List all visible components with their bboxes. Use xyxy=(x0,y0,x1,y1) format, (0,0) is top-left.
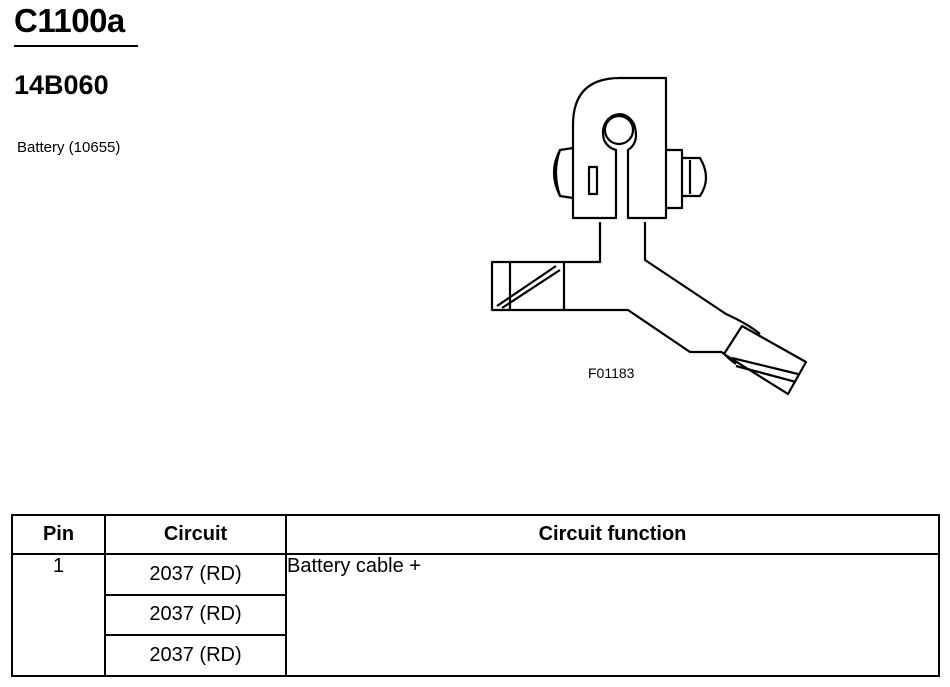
part-number: 14B060 xyxy=(14,70,109,100)
circuit-cell: 2037 (RD) xyxy=(104,634,287,677)
table-row: 2037 (RD) xyxy=(12,634,939,677)
pin-number: 1 xyxy=(11,553,106,677)
connector-title: C1100a xyxy=(14,2,125,39)
table-header-row: Pin Circuit Circuit function xyxy=(11,514,940,555)
title-underline xyxy=(14,45,138,47)
component-name: Battery (10655) xyxy=(17,139,121,156)
figure-id: F01183 xyxy=(588,365,635,381)
circuit-cell: 2037 (RD) xyxy=(104,593,287,637)
header-circuit: Circuit xyxy=(104,514,287,555)
table-row: 1 2037 (RD) Battery cable + xyxy=(11,553,940,677)
pin-table: Pin Circuit Circuit function 1 2037 (RD)… xyxy=(11,514,940,677)
circuit-function: Battery cable + xyxy=(285,553,940,677)
header-pin: Pin xyxy=(11,514,106,555)
circuit-cell: 2037 (RD) xyxy=(104,553,287,596)
battery-terminal-connector-illustration xyxy=(490,76,808,396)
header-circuit-function: Circuit function xyxy=(285,514,940,555)
table-row: 2037 (RD) xyxy=(12,593,939,637)
